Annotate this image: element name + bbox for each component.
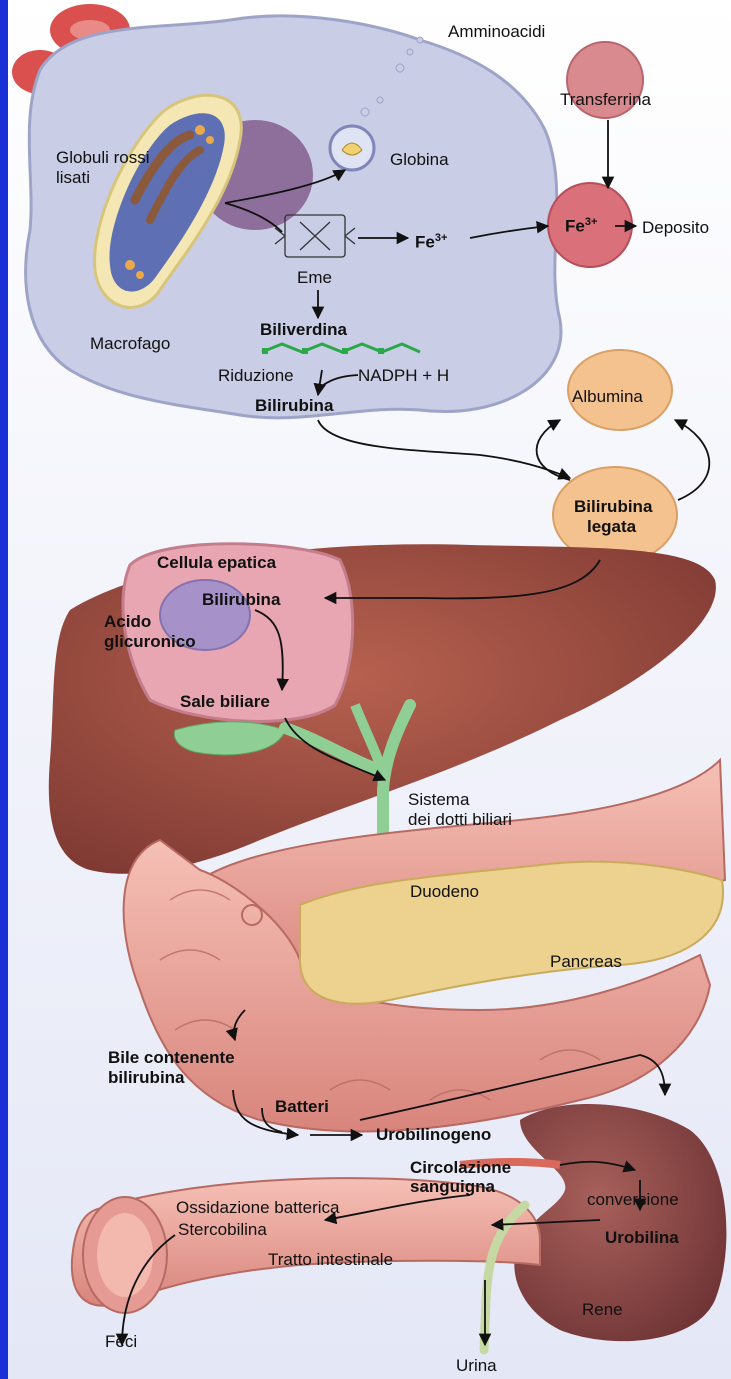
label-conversione: conversione [587, 1190, 679, 1209]
label-deposito: Deposito [642, 218, 709, 237]
label-feci: Feci [105, 1332, 137, 1351]
label-duodeno: Duodeno [410, 882, 479, 901]
label-albumina: Albumina [572, 387, 643, 406]
label-transferrina: Transferrina [560, 90, 651, 109]
label-globina: Globina [390, 150, 449, 169]
label-batteri: Batteri [275, 1097, 329, 1116]
label-urobilina: Urobilina [605, 1228, 679, 1247]
label-macrofago: Macrofago [90, 334, 170, 353]
label-ossidazione: Ossidazione batterica [176, 1198, 339, 1217]
label-cellula-epatica: Cellula epatica [157, 553, 276, 572]
label-pancreas: Pancreas [550, 952, 622, 971]
label-stercobilina: Stercobilina [178, 1220, 267, 1239]
label-fe: Fe3+ [415, 229, 447, 252]
label-amminoacidi: Amminoacidi [448, 22, 545, 41]
label-biliverdina: Biliverdina [260, 320, 347, 339]
label-fe-deposit: Fe3+ [565, 213, 597, 236]
label-sistema-1: Sistema [408, 790, 469, 809]
label-bilirubina-legata-2: legata [587, 517, 636, 536]
label-sale-biliare: Sale biliare [180, 692, 270, 711]
label-nadph: NADPH + H [358, 366, 449, 385]
label-sistema-2: dei dotti biliari [408, 810, 512, 829]
label-bilirubina-fegato: Bilirubina [202, 590, 280, 609]
label-tratto: Tratto intestinale [268, 1250, 393, 1269]
label-bile-1: Bile contenente [108, 1048, 235, 1067]
label-rene: Rene [582, 1300, 623, 1319]
label-globuli-line2: lisati [56, 168, 90, 187]
label-urina: Urina [456, 1356, 497, 1375]
label-acido-1: Acido [104, 612, 151, 631]
label-circolazione-2: sanguigna [410, 1177, 495, 1196]
label-bilirubina-legata-1: Bilirubina [574, 497, 652, 516]
label-acido-2: glicuronico [104, 632, 196, 651]
label-circolazione-1: Circolazione [410, 1158, 511, 1177]
label-urobilinogeno: Urobilinogeno [376, 1125, 491, 1144]
label-eme: Eme [297, 268, 332, 287]
label-globuli-line1: Globuli rossi [56, 148, 150, 167]
label-bile-2: bilirubina [108, 1068, 185, 1087]
label-bilirubina-macrofago: Bilirubina [255, 396, 333, 415]
label-riduzione: Riduzione [218, 366, 294, 385]
